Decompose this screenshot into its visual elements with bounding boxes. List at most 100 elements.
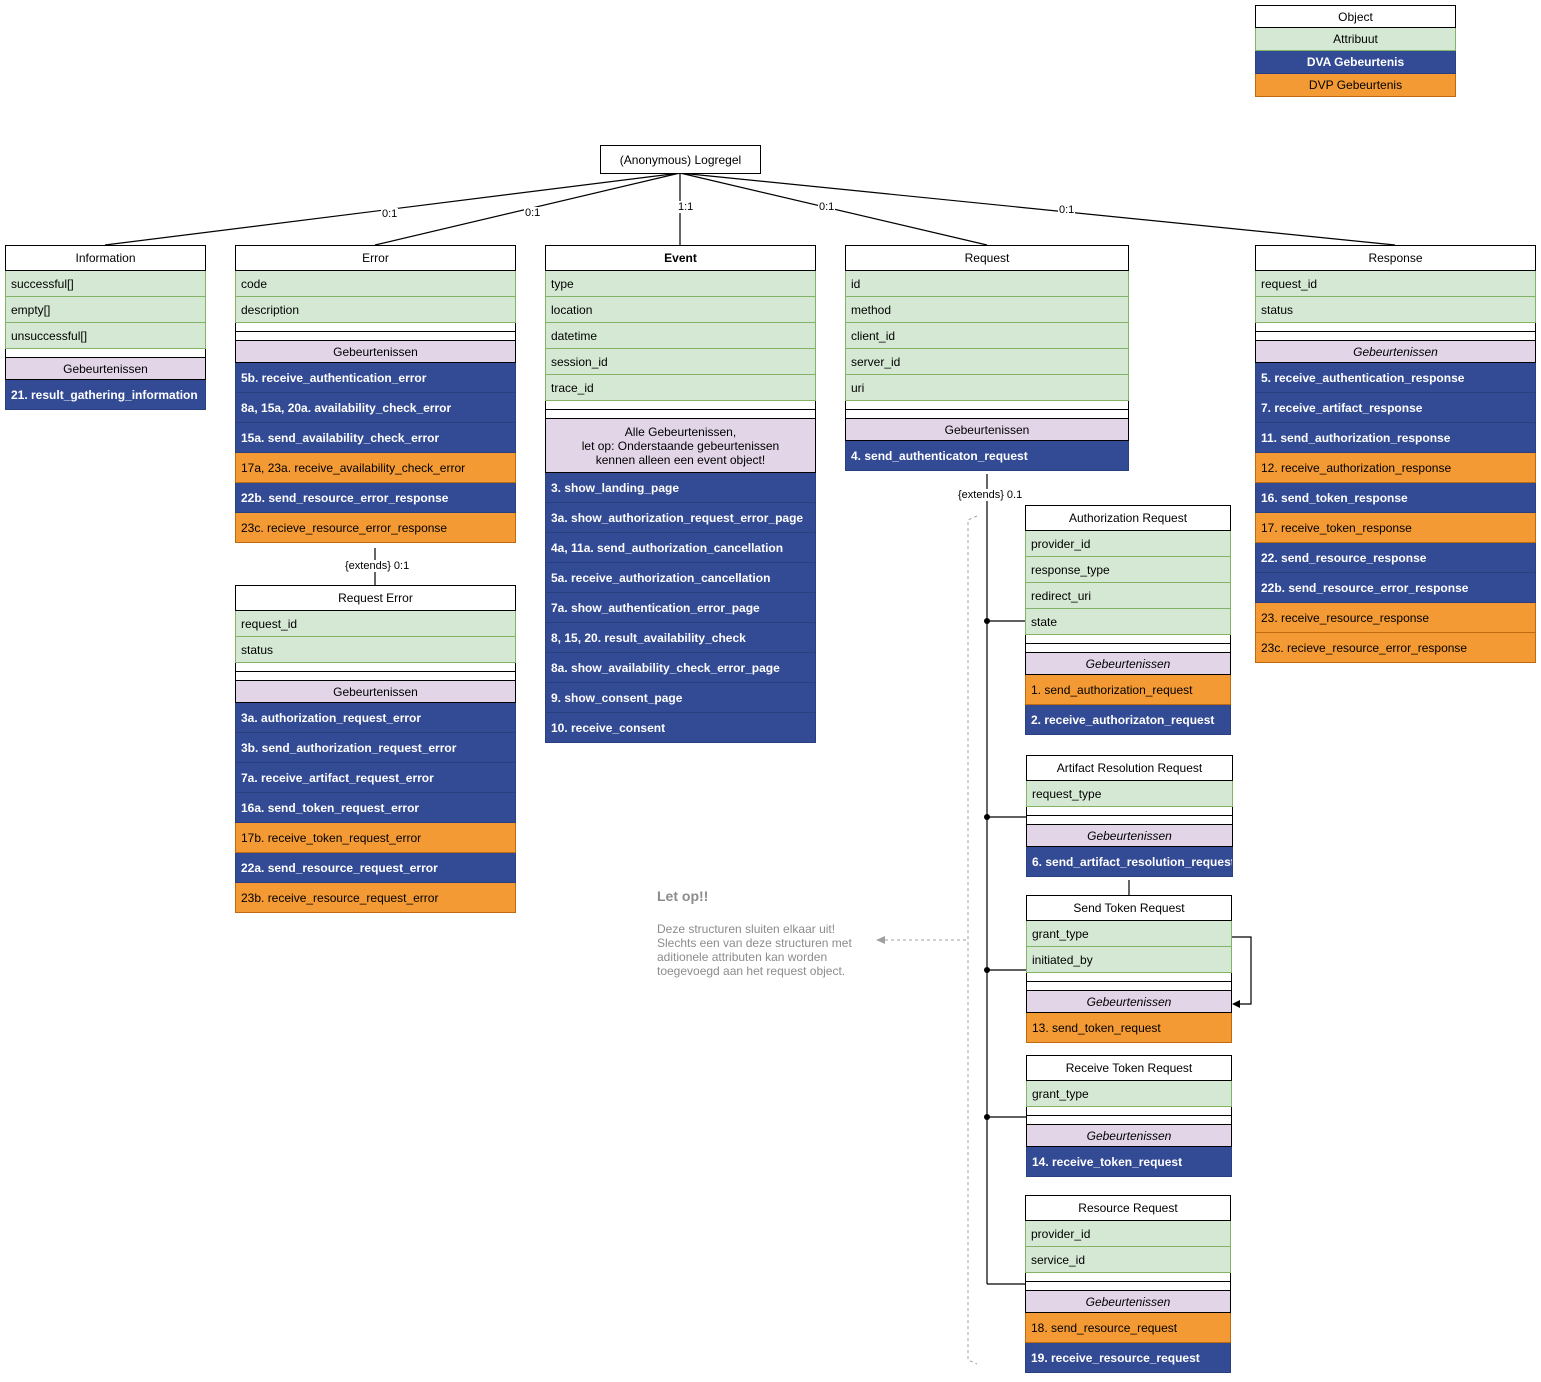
class-receive-token-request: Receive Token Request grant_type Gebeurt…: [1026, 1055, 1232, 1177]
event-item: 11. send_authorization_response: [1255, 423, 1536, 453]
divider: [235, 672, 516, 681]
event-item: 6. send_artifact_resolution_request: [1026, 847, 1233, 877]
event-item: 9. show_consent_page: [545, 683, 816, 713]
event-item: 23. receive_resource_response: [1255, 603, 1536, 633]
class-title: Send Token Request: [1026, 895, 1232, 921]
legend-dvp-event: DVP Gebeurtenis: [1255, 74, 1456, 97]
event-item: 21. result_gathering_information: [5, 380, 206, 410]
attribute: server_id: [845, 349, 1129, 375]
event-item: 17b. receive_token_request_error: [235, 823, 516, 853]
attribute: response_type: [1025, 557, 1231, 583]
attribute: trace_id: [545, 375, 816, 401]
divider: [545, 410, 816, 419]
multiplicity-request-error: {extends} 0:1: [344, 560, 411, 572]
event-item: 3b. send_authorization_request_error: [235, 733, 516, 763]
event-item: 22a. send_resource_request_error: [235, 853, 516, 883]
event-item: 23c. recieve_resource_error_response: [235, 513, 516, 543]
events-header: Gebeurtenissen: [1026, 825, 1233, 847]
divider: [1026, 816, 1233, 825]
exclusivity-note: Let op!! Deze structuren sluiten elkaar …: [657, 888, 872, 978]
event-item: 16a. send_token_request_error: [235, 793, 516, 823]
attribute: type: [545, 271, 816, 297]
event-item: 23c. recieve_resource_error_response: [1255, 633, 1536, 663]
divider: [545, 401, 816, 410]
attribute: status: [235, 637, 516, 663]
class-error: Error code description Gebeurtenissen 5b…: [235, 245, 516, 543]
divider: [1026, 1116, 1232, 1125]
attribute: grant_type: [1026, 1081, 1232, 1107]
class-title: Information: [5, 245, 206, 271]
event-item: 17a, 23a. receive_availability_check_err…: [235, 453, 516, 483]
event-item: 5b. receive_authentication_error: [235, 363, 516, 393]
multiplicity-error: 0:1: [524, 207, 542, 219]
divider: [1255, 332, 1536, 341]
class-title: Authorization Request: [1025, 505, 1231, 531]
divider: [845, 410, 1129, 419]
attribute: provider_id: [1025, 531, 1231, 557]
event-item: 16. send_token_response: [1255, 483, 1536, 513]
attribute: unsuccessful[]: [5, 323, 206, 349]
attribute: grant_type: [1026, 921, 1232, 947]
class-request-error: Request Error request_id status Gebeurte…: [235, 585, 516, 913]
divider: [1026, 973, 1232, 982]
legend: Object Attribuut DVA Gebeurtenis DVP Geb…: [1255, 5, 1456, 97]
divider: [1025, 635, 1231, 644]
divider: [1025, 1282, 1231, 1291]
event-item: 1. send_authorization_request: [1025, 675, 1231, 705]
attribute: empty[]: [5, 297, 206, 323]
root-logregel: (Anonymous) Logregel: [600, 145, 761, 174]
class-authorization-request: Authorization Request provider_id respon…: [1025, 505, 1231, 735]
divider: [5, 349, 206, 358]
attribute: request_type: [1026, 781, 1233, 807]
class-title: Response: [1255, 245, 1536, 271]
legend-dva-event: DVA Gebeurtenis: [1255, 51, 1456, 74]
attribute: location: [545, 297, 816, 323]
events-header: Alle Gebeurtenissen, let op: Onderstaand…: [545, 419, 816, 473]
class-request: Request id method client_id server_id ur…: [845, 245, 1129, 471]
event-item: 13. send_token_request: [1026, 1013, 1232, 1043]
events-header: Gebeurtenissen: [235, 341, 516, 363]
event-item: 3a. authorization_request_error: [235, 703, 516, 733]
divider: [1026, 982, 1232, 991]
note-body: Deze structuren sluiten elkaar uit! Slec…: [657, 922, 852, 978]
class-title: Event: [545, 245, 816, 271]
events-header: Gebeurtenissen: [235, 681, 516, 703]
event-item: 15a. send_availability_check_error: [235, 423, 516, 453]
event-item: 12. receive_authorization_response: [1255, 453, 1536, 483]
class-title: Request Error: [235, 585, 516, 611]
attribute: status: [1255, 297, 1536, 323]
class-title: Request: [845, 245, 1129, 271]
attribute: method: [845, 297, 1129, 323]
event-item: 4. send_authenticaton_request: [845, 441, 1129, 471]
class-title: Error: [235, 245, 516, 271]
class-response: Response request_id status Gebeurtenisse…: [1255, 245, 1536, 663]
event-item: 23b. receive_resource_request_error: [235, 883, 516, 913]
event-item: 7. receive_artifact_response: [1255, 393, 1536, 423]
divider: [1026, 1107, 1232, 1116]
event-item: 19. receive_resource_request: [1025, 1343, 1231, 1373]
attribute: redirect_uri: [1025, 583, 1231, 609]
event-item: 10. receive_consent: [545, 713, 816, 743]
note-title: Let op!!: [657, 888, 709, 904]
event-item: 4a, 11a. send_authorization_cancellation: [545, 533, 816, 563]
attribute: datetime: [545, 323, 816, 349]
class-send-token-request: Send Token Request grant_type initiated_…: [1026, 895, 1232, 1043]
legend-attribute: Attribuut: [1255, 28, 1456, 51]
root-title: (Anonymous) Logregel: [600, 145, 761, 174]
events-header: Gebeurtenissen: [1025, 1291, 1231, 1313]
attribute: code: [235, 271, 516, 297]
divider: [845, 401, 1129, 410]
divider: [1025, 644, 1231, 653]
class-event: Event type location datetime session_id …: [545, 245, 816, 743]
attribute: service_id: [1025, 1247, 1231, 1273]
attribute: request_id: [235, 611, 516, 637]
multiplicity-response: 0:1: [1058, 204, 1076, 216]
event-item: 5. receive_authentication_response: [1255, 363, 1536, 393]
event-item: 7a. show_authentication_error_page: [545, 593, 816, 623]
event-item: 2. receive_authorizaton_request: [1025, 705, 1231, 735]
attribute: initiated_by: [1026, 947, 1232, 973]
class-resource-request: Resource Request provider_id service_id …: [1025, 1195, 1231, 1373]
divider: [235, 663, 516, 672]
multiplicity-request: 0:1: [818, 201, 836, 213]
